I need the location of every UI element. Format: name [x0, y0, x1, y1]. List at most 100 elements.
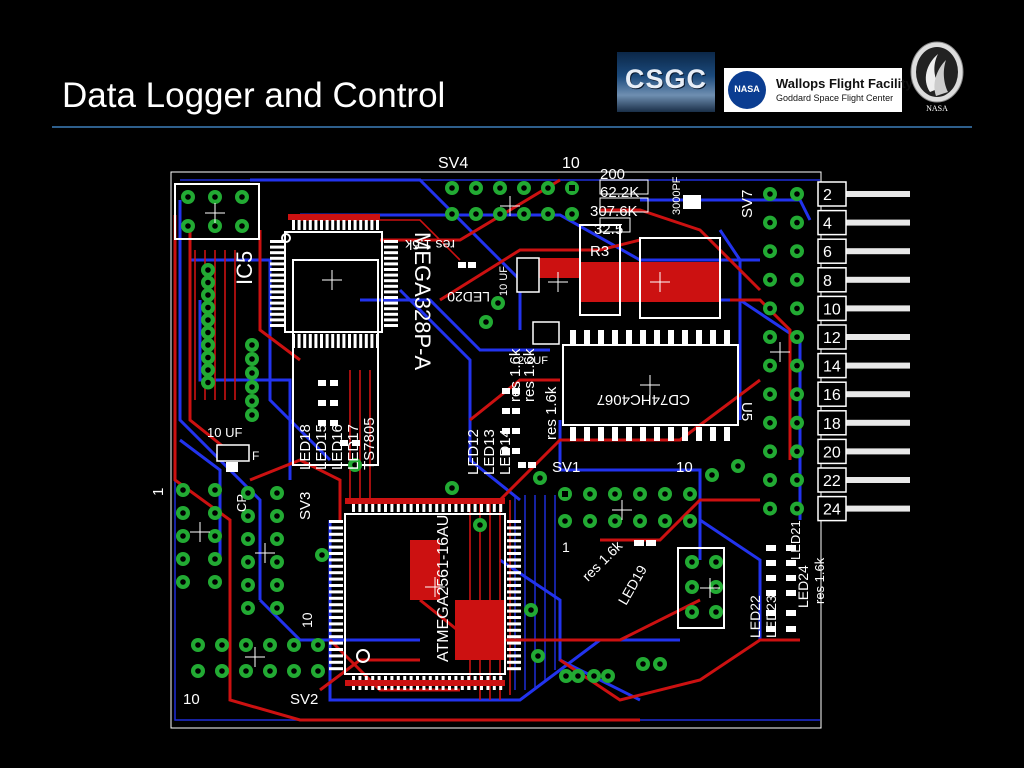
pad — [763, 244, 777, 259]
pad — [270, 555, 284, 569]
label-10uf: 10 UF — [207, 425, 242, 440]
pad — [571, 669, 585, 683]
pad — [541, 181, 555, 195]
label-led12: LED12 — [465, 429, 482, 475]
label-f: F — [252, 449, 259, 463]
pad — [524, 603, 538, 617]
pad — [683, 487, 697, 501]
pad — [763, 272, 777, 287]
pad — [633, 514, 647, 528]
pad — [559, 669, 573, 683]
connector-pin-label: 16 — [823, 387, 841, 404]
label-res16k-top: res 1.6k — [404, 237, 455, 253]
pad — [558, 514, 572, 528]
pad — [270, 578, 284, 592]
pad — [790, 301, 804, 316]
pad — [201, 313, 215, 327]
connector-pin-label: 24 — [823, 502, 841, 519]
title-divider — [52, 126, 972, 128]
label-led21: LED21 — [788, 520, 803, 560]
label-led14: LED14 — [497, 429, 514, 475]
pad — [191, 664, 205, 678]
pad — [241, 601, 255, 615]
pad — [763, 358, 777, 373]
label-cd74: CD74HC4067 — [597, 391, 690, 408]
pad — [270, 532, 284, 546]
pad — [315, 548, 329, 562]
pad — [790, 215, 804, 230]
pad — [790, 444, 804, 459]
pad — [201, 350, 215, 365]
pad — [235, 190, 249, 204]
pad — [685, 580, 699, 594]
pad — [270, 601, 284, 615]
label-res-col: res 1.6k — [543, 386, 560, 440]
pad — [709, 555, 723, 569]
pad — [517, 207, 531, 221]
pad — [763, 415, 777, 430]
pad — [633, 487, 647, 501]
label-sv4-pin: 10 — [562, 155, 580, 172]
pad — [763, 444, 777, 459]
pad — [445, 481, 459, 495]
pad — [215, 664, 229, 678]
pad — [709, 580, 723, 594]
regulator-outline — [639, 237, 721, 319]
pad — [583, 514, 597, 528]
label-sv2-left: 10 — [183, 691, 200, 708]
label-led18: LED18 — [297, 424, 314, 470]
ic-mega328 — [284, 231, 383, 333]
pad — [201, 338, 215, 352]
seal-text: NASA — [926, 104, 948, 113]
pad — [473, 518, 487, 532]
pad — [201, 275, 215, 290]
nasa-seal-logo: NASA — [910, 41, 964, 113]
label-res16k-right: res 1.6k — [579, 537, 626, 584]
pad — [533, 471, 547, 485]
pad — [658, 487, 672, 501]
label-led16: LED16 — [329, 424, 346, 470]
pad — [245, 352, 259, 366]
label-sv2-pin: 10 — [299, 612, 315, 628]
pad — [176, 575, 190, 589]
pad — [790, 272, 804, 287]
pad — [208, 483, 222, 497]
pad — [245, 338, 259, 352]
pads — [176, 181, 804, 683]
pad — [469, 181, 483, 195]
pad — [263, 638, 277, 652]
pad — [763, 501, 777, 516]
pad — [608, 487, 622, 501]
pad — [241, 486, 255, 500]
pad — [445, 207, 459, 221]
pad — [348, 458, 362, 472]
pad — [191, 638, 205, 652]
connector-pin-label: 18 — [823, 416, 841, 433]
connector-pin-label: 22 — [823, 473, 841, 490]
pad — [763, 387, 777, 402]
pad — [763, 301, 777, 316]
label-uf10b: 10 UF — [498, 266, 510, 296]
label-r3: R3 — [590, 243, 609, 260]
connector-pin-label: 20 — [823, 444, 841, 461]
pad — [731, 459, 745, 473]
pad — [653, 657, 667, 671]
pad — [587, 669, 601, 683]
small-header — [677, 547, 725, 629]
pad — [479, 315, 493, 329]
pad — [208, 575, 222, 589]
label-led23: LED23 — [763, 595, 779, 638]
label-sv2: SV2 — [290, 691, 318, 708]
label-res16k-mid: res 1.6k — [507, 348, 524, 402]
pad — [241, 555, 255, 569]
pad — [263, 664, 277, 678]
pad — [683, 514, 697, 528]
pad — [245, 408, 259, 422]
pad — [181, 219, 195, 233]
label-sv3: SV3 — [297, 492, 314, 520]
pad — [215, 638, 229, 652]
led-block-outline — [292, 259, 379, 466]
pad — [763, 473, 777, 487]
pad — [531, 649, 545, 663]
